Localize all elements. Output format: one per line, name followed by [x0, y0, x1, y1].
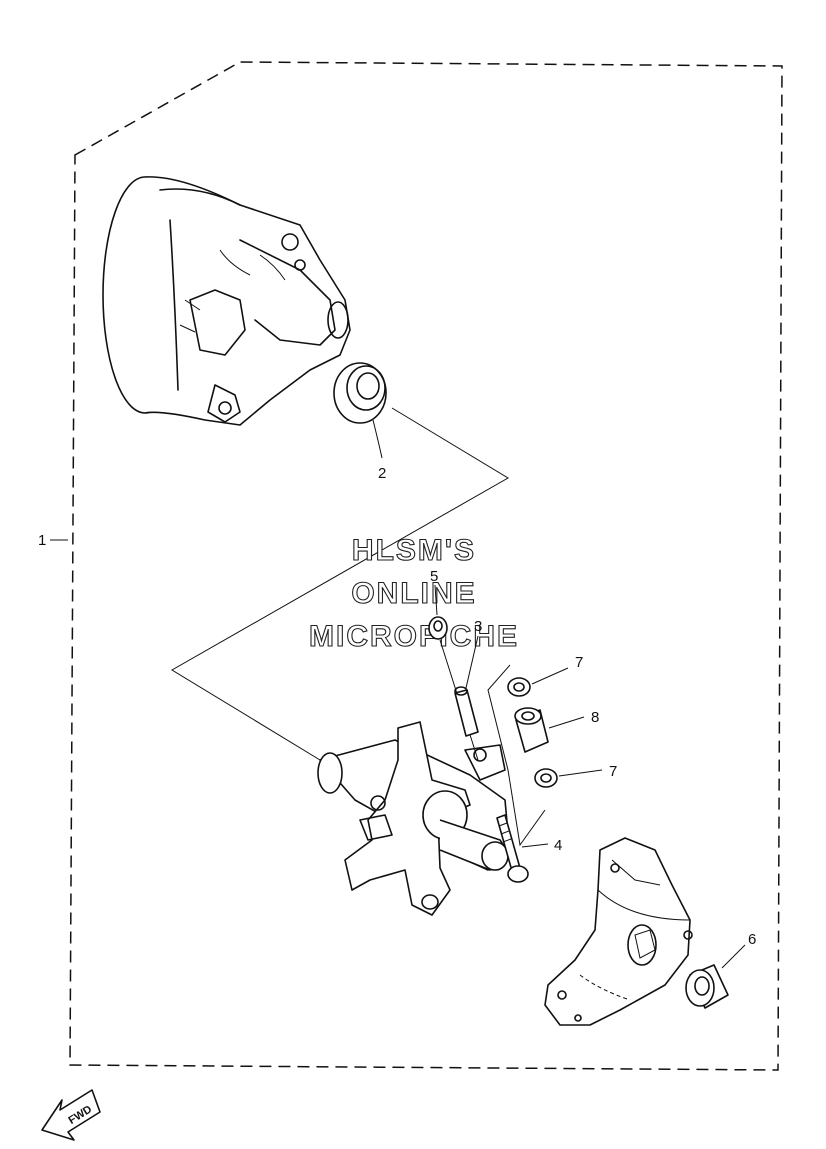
callout-6[interactable]: 6: [721, 931, 756, 969]
svg-text:8: 8: [591, 709, 599, 726]
pin-part-3[interactable]: [454, 686, 479, 737]
svg-text:5: 5: [430, 568, 438, 585]
svg-text:1: 1: [38, 532, 46, 549]
forward-direction-arrow: FWD: [41, 1089, 101, 1141]
washer-part-7-upper[interactable]: [507, 677, 531, 697]
assembly-boundary-dashed: [69, 61, 783, 1071]
callout-2[interactable]: 2: [372, 419, 386, 482]
callout-4[interactable]: 4: [521, 837, 562, 854]
callout-3[interactable]: 3: [465, 618, 482, 689]
assembly-guide-lines: [171, 407, 509, 761]
callout-1[interactable]: 1: [38, 532, 68, 549]
svg-text:HLSM'S: HLSM'S: [352, 534, 476, 567]
bolt-part-4[interactable]: [496, 814, 529, 883]
callout-7-lower[interactable]: 7: [558, 763, 617, 780]
svg-text:3: 3: [474, 618, 482, 635]
svg-text:7: 7: [609, 763, 617, 780]
bush-part-6[interactable]: [685, 964, 729, 1009]
svg-text:6: 6: [748, 931, 756, 948]
callout-7-upper[interactable]: 7: [531, 654, 583, 685]
bush-part-8[interactable]: [514, 707, 549, 753]
svg-text:MICROFICHE: MICROFICHE: [309, 620, 519, 653]
svg-text:2: 2: [378, 465, 386, 482]
nut-part-5[interactable]: [428, 616, 448, 640]
washer-part-7-lower[interactable]: [534, 768, 558, 788]
seal-ring-part-2[interactable]: [333, 362, 387, 424]
svg-text:ONLINE: ONLINE: [351, 577, 476, 610]
svg-text:7: 7: [575, 654, 583, 671]
bush-guide-lines: [487, 664, 546, 847]
pump-housing[interactable]: [102, 176, 351, 426]
svg-text:4: 4: [554, 837, 562, 854]
callout-8[interactable]: 8: [548, 709, 599, 729]
shaft-bracket-assembly[interactable]: [317, 721, 511, 916]
cover-plate[interactable]: [544, 837, 693, 1026]
watermark: HLSM'S ONLINE MICROFICHE: [308, 533, 519, 653]
